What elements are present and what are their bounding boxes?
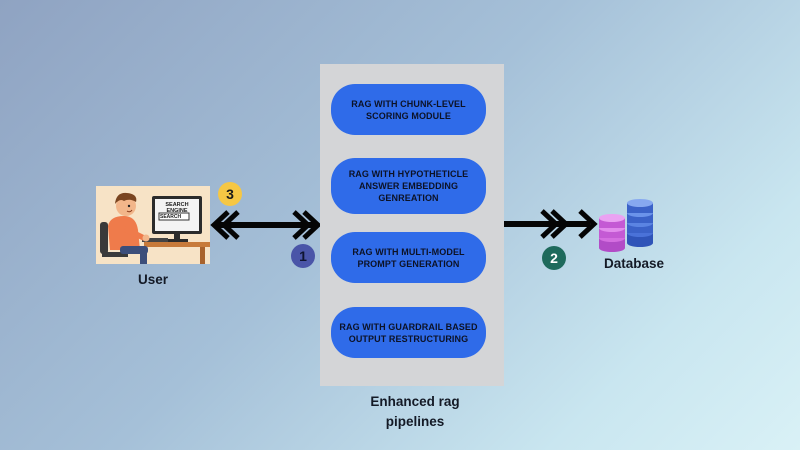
pipeline-item-hypothetical-answer: RAG WITH HYPOTHETICLE ANSWER EMBEDDING G…: [331, 158, 486, 214]
pipeline-item-line: RAG WITH CHUNK-LEVEL: [351, 98, 466, 109]
pipeline-caption: Enhanced rag pipelines: [370, 394, 460, 429]
user-illustration: SEARCH ENGINE SEARCH: [96, 186, 210, 264]
pipeline-item-guardrail-output: RAG WITH GUARDRAIL BASED OUTPUT RESTRUCT…: [331, 307, 486, 358]
badge-number: 1: [299, 248, 307, 264]
step-badge-1: 1: [291, 244, 315, 268]
pipeline-item-line: RAG WITH HYPOTHETICLE: [348, 169, 469, 179]
screen-title: SEARCH ENGINE: [165, 202, 189, 214]
database-label: Database: [604, 256, 665, 271]
pipeline-item-line: RAG WITH GUARDRAIL BASED: [339, 321, 478, 332]
pipeline-item-line: PROMPT GENERATION: [357, 258, 460, 269]
badge-number: 2: [550, 250, 558, 266]
user-at-computer-icon: [100, 192, 210, 264]
pipeline-item-multi-model-prompt: RAG WITH MULTI-MODEL PROMPT GENERATION: [331, 232, 486, 283]
right-arrow-icon: [504, 209, 598, 239]
step-badge-3: 3: [218, 182, 242, 206]
user-label: User: [138, 272, 169, 287]
pipeline-item-line: SCORING MODULE: [366, 110, 451, 121]
badge-number: 3: [226, 186, 234, 202]
step-badge-2: 2: [542, 246, 566, 270]
pipeline-item-chunk-level-scoring: RAG WITH CHUNK-LEVEL SCORING MODULE: [331, 84, 486, 135]
double-arrow-icon: [210, 210, 322, 240]
pipeline-item-line: RAG WITH MULTI-MODEL: [352, 246, 465, 257]
pipeline-item-line: OUTPUT RESTRUCTURING: [348, 333, 469, 344]
pipeline-item-line: ANSWER EMBEDDING: [358, 181, 459, 191]
database-icon: [599, 199, 653, 252]
pipeline-item-line: GENREATION: [378, 193, 439, 203]
screen-search-box: SEARCH: [160, 214, 182, 220]
